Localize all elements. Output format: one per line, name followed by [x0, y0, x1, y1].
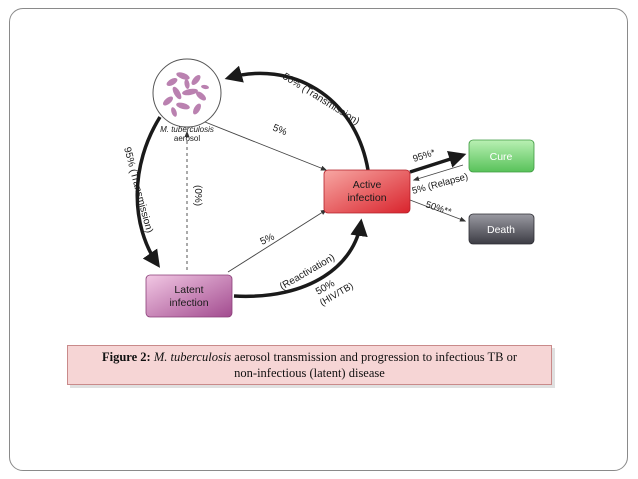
arrow-latent-to-active: [227, 209, 328, 273]
figure-caption: Figure 2: M. tuberculosis aerosol transm…: [67, 345, 552, 385]
arrow-transmission-top: [224, 65, 370, 171]
label-to-death: 50%**: [424, 199, 453, 218]
label-to-cure: 95%*: [412, 147, 437, 165]
cure-label: Cure: [490, 151, 513, 163]
mtb-aerosol-node: [152, 58, 222, 128]
arrow-relapse: [412, 164, 464, 181]
label-latent-to-active: 5%: [259, 232, 277, 248]
label-relapse: 5% (Relapse): [411, 171, 469, 197]
caption-species: M. tuberculosis: [153, 350, 232, 364]
active-infection-box: [323, 169, 411, 214]
caption-text-a: aerosol transmission and progression to …: [234, 350, 517, 364]
mtb-label-line1: M. tuberculosis: [160, 125, 214, 134]
arrow-reactivation: [233, 218, 368, 299]
caption-text-b: non-infectious (latent) disease: [234, 366, 385, 380]
death-label: Death: [487, 224, 515, 236]
arrow-mtb-to-latent: [135, 116, 162, 268]
bacteria-cluster-icon: [163, 72, 209, 117]
caption-label: Figure 2:: [102, 350, 151, 364]
arrow-to-death: [409, 199, 467, 222]
label-mtb-to-active: 5%: [271, 123, 289, 139]
label-latent-to-mtb: (0%): [192, 185, 203, 206]
latent-label-line2: infection: [169, 297, 208, 309]
latent-label-line1: Latent: [174, 284, 203, 296]
latent-infection-box: [145, 274, 233, 318]
cure-box: [468, 139, 535, 173]
death-box: [468, 213, 535, 245]
mtb-label-line2: aerosol: [174, 134, 200, 143]
arrow-to-cure: [409, 150, 467, 174]
active-label-line1: Active: [353, 179, 382, 191]
active-label-line2: infection: [347, 192, 386, 204]
arrow-mtb-to-active: [204, 121, 328, 171]
label-transmission-top: 50% (Transmission): [280, 71, 361, 127]
